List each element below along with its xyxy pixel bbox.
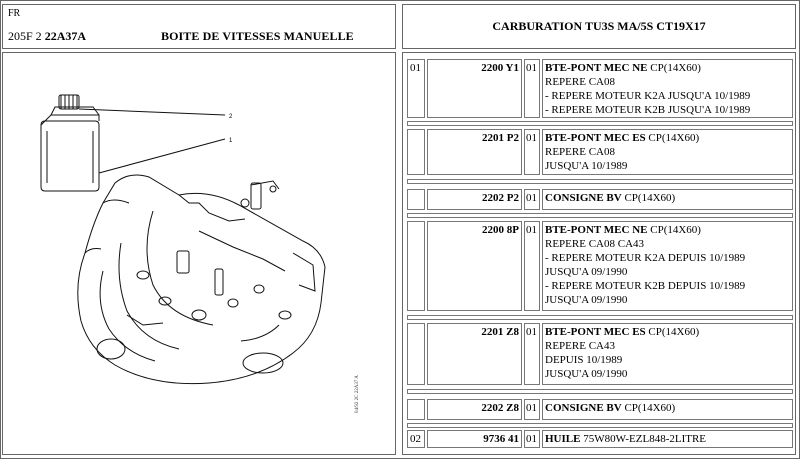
- parts-list: 01 2200 Y1 01 BTE-PONT MEC NE CP(14X60) …: [402, 52, 796, 455]
- header-vehicle-info: FR 205F 2 22A37A BOITE DE VITESSES MANUE…: [2, 4, 396, 49]
- part-row: 2201 P2 01 BTE-PONT MEC ES CP(14X60) REP…: [407, 129, 793, 175]
- part-description: BTE-PONT MEC ES CP(14X60) REPERE CA08 JU…: [542, 129, 793, 175]
- part-note: REPERE CA43: [545, 340, 615, 352]
- gearbox-drawing: 2 1: [40, 94, 326, 385]
- model-number: 22A37A: [44, 29, 87, 43]
- part-row: 02 9736 41 01 HUILE 75W80W-EZL848-2LITRE: [407, 430, 793, 448]
- part-note: JUSQU'A 09/1990: [545, 294, 628, 306]
- part-quantity: 01: [524, 323, 540, 385]
- part-name: CONSIGNE BV: [545, 402, 622, 414]
- part-spec: CP(14X60): [648, 132, 700, 144]
- part-description: HUILE 75W80W-EZL848-2LITRE: [542, 430, 793, 448]
- part-spec: CP(14X60): [624, 402, 676, 414]
- part-quantity: 01: [524, 221, 540, 311]
- part-spec: CP(14X60): [624, 192, 676, 204]
- part-note: - REPERE MOTEUR K2A DEPUIS 10/1989: [545, 252, 746, 264]
- part-reference: 9736 41: [427, 430, 522, 448]
- part-note: JUSQU'A 09/1990: [545, 368, 628, 380]
- gearbox-body-drawing: [77, 174, 326, 385]
- part-description: BTE-PONT MEC ES CP(14X60) REPERE CA43 DE…: [542, 323, 793, 385]
- part-note: REPERE CA08: [545, 146, 615, 158]
- part-description: BTE-PONT MEC NE CP(14X60) REPERE CA08 - …: [542, 59, 793, 118]
- model-prefix: 205F 2: [8, 29, 45, 43]
- drawing-reference: 04/92 2C 22A37 A: [355, 375, 360, 413]
- item-number: [407, 129, 425, 175]
- part-reference: 2202 Z8: [427, 399, 522, 420]
- part-name: BTE-PONT MEC NE: [545, 224, 648, 236]
- header-engine-title: CARBURATION TU3S MA/5S CT19X17: [402, 4, 796, 49]
- part-quantity: 01: [524, 430, 540, 448]
- row-separator: [407, 315, 793, 320]
- part-description: BTE-PONT MEC NE CP(14X60) REPERE CA08 CA…: [542, 221, 793, 311]
- part-note: DEPUIS 10/1989: [545, 354, 623, 366]
- item-number: 01: [407, 59, 425, 118]
- part-note: JUSQU'A 09/1990: [545, 266, 628, 278]
- exploded-view-illustration: 2 1 04/92 2C 22A37 A: [2, 52, 396, 455]
- item-number: [407, 323, 425, 385]
- item-number: 02: [407, 430, 425, 448]
- part-spec: CP(14X60): [648, 326, 700, 338]
- part-row: 2202 Z8 01 CONSIGNE BV CP(14X60): [407, 399, 793, 420]
- part-note: REPERE CA08: [545, 76, 615, 88]
- part-row: 2201 Z8 01 BTE-PONT MEC ES CP(14X60) REP…: [407, 323, 793, 385]
- part-quantity: 01: [524, 399, 540, 420]
- part-note: JUSQU'A 10/1989: [545, 160, 628, 172]
- part-row: 2202 P2 01 CONSIGNE BV CP(14X60): [407, 189, 793, 210]
- item-number: [407, 189, 425, 210]
- part-note: - REPERE MOTEUR K2B JUSQU'A 10/1989: [545, 104, 751, 116]
- part-quantity: 01: [524, 59, 540, 118]
- part-description: CONSIGNE BV CP(14X60): [542, 399, 793, 420]
- part-spec: CP(14X60): [650, 224, 701, 236]
- part-note: - REPERE MOTEUR K2A JUSQU'A 10/1989: [545, 90, 751, 102]
- part-description: CONSIGNE BV CP(14X60): [542, 189, 793, 210]
- callout-2: 2: [229, 114, 233, 120]
- item-number: [407, 399, 425, 420]
- part-reference: 2201 Z8: [427, 323, 522, 385]
- country-code: FR: [8, 8, 21, 19]
- part-row: 01 2200 Y1 01 BTE-PONT MEC NE CP(14X60) …: [407, 59, 793, 118]
- row-separator: [407, 389, 793, 394]
- part-name: BTE-PONT MEC ES: [545, 132, 646, 144]
- part-name: BTE-PONT MEC NE: [545, 62, 648, 74]
- callout-1: 1: [229, 138, 233, 144]
- row-separator: [407, 121, 793, 126]
- model-code: 205F 2 22A37A: [8, 29, 86, 44]
- part-note: REPERE CA08 CA43: [545, 238, 645, 250]
- part-quantity: 01: [524, 189, 540, 210]
- oil-can-drawing: [40, 94, 100, 192]
- part-name: BTE-PONT MEC ES: [545, 326, 646, 338]
- part-spec: CP(14X60): [650, 62, 701, 74]
- part-quantity: 01: [524, 129, 540, 175]
- part-spec: 75W80W-EZL848-2LITRE: [583, 433, 707, 445]
- part-row: 2200 8P 01 BTE-PONT MEC NE CP(14X60) REP…: [407, 221, 793, 311]
- page-title: CARBURATION TU3S MA/5S CT19X17: [492, 19, 706, 33]
- part-note: - REPERE MOTEUR K2B DEPUIS 10/1989: [545, 280, 746, 292]
- row-separator: [407, 179, 793, 184]
- row-separator: [407, 423, 793, 428]
- row-separator: [407, 213, 793, 218]
- part-reference: 2200 8P: [427, 221, 522, 311]
- item-number: [407, 221, 425, 311]
- part-name: HUILE: [545, 433, 581, 445]
- part-reference: 2201 P2: [427, 129, 522, 175]
- part-name: CONSIGNE BV: [545, 192, 622, 204]
- part-reference: 2200 Y1: [427, 59, 522, 118]
- part-reference: 2202 P2: [427, 189, 522, 210]
- section-title: BOITE DE VITESSES MANUELLE: [161, 29, 354, 43]
